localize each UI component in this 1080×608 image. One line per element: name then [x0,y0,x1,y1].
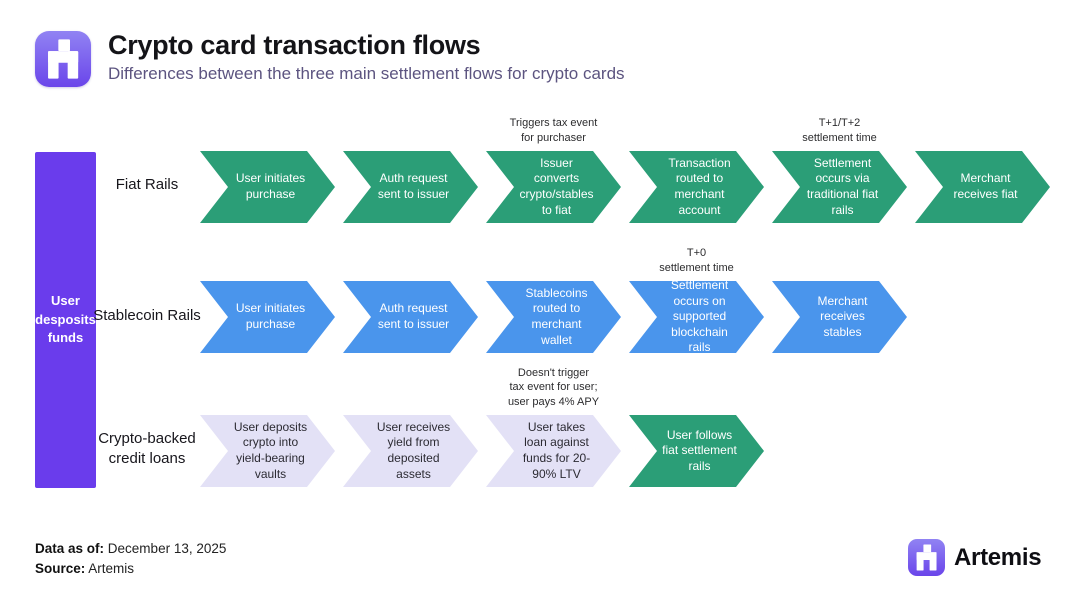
user-deposits-funds-bar: User desposits funds [35,152,96,488]
flow-step: Merchant receives stables [772,281,907,353]
chevron-step: User initiates purchase [200,151,335,223]
flow-step: User follows fiat settlement rails [629,415,764,487]
flow-step: Transaction routed to merchant account [629,151,764,223]
artemis-wordmark: Artemis [954,543,1042,571]
flow-step: T+0 settlement time Settlement occurs on… [629,247,764,353]
flow-step: User receives yield from deposited asset… [343,415,478,487]
data-as-of-value: December 13, 2025 [107,541,227,556]
flow-step: T+1/T+2 settlement time Settlement occur… [772,117,907,223]
chevron-step: Settlement occurs via traditional fiat r… [772,151,907,223]
annotation-settlement-time-t1-t2: T+1/T+2 settlement time [802,117,877,144]
artemis-logo-icon-small [908,539,945,576]
annotation-no-tax-event: Doesn't trigger tax event for user; user… [507,367,600,408]
chevron-step: Transaction routed to merchant account [629,151,764,223]
flow-step: User deposits crypto into yield-bearing … [200,415,335,487]
data-as-of-label: Data as of: [35,541,105,556]
flow-step: Auth request sent to issuer [343,281,478,353]
flow-step: Doesn't trigger tax event for user; user… [486,367,621,487]
annotation-settlement-time-t0: T+0 settlement time [659,247,734,274]
chevron-step: Issuer converts crypto/stables to fiat [486,151,621,223]
row-label-fiat-rails: Fiat Rails [115,176,179,193]
footer-metadata: Data as of: December 13, 2025 Source: Ar… [35,539,226,579]
row-label-stablecoin-rails: Stablecoin Rails [93,307,201,324]
chevron-step: Stablecoins routed to merchant wallet [486,281,621,353]
flow-row-fiat-rails: User initiates purchase Auth request sen… [200,117,1050,223]
source-label: Source: [35,561,86,576]
chevron-step: Settlement occurs on supported blockchai… [629,281,764,353]
flow-step: Stablecoins routed to merchant wallet [486,281,621,353]
chevron-step: User follows fiat settlement rails [629,415,764,487]
flow-step: Auth request sent to issuer [343,151,478,223]
artemis-logo-icon [35,31,91,87]
chevron-step: User initiates purchase [200,281,335,353]
page-subtitle: Differences between the three main settl… [108,64,625,83]
chevron-step: Auth request sent to issuer [343,151,478,223]
chevron-step: Merchant receives stables [772,281,907,353]
flow-step: Merchant receives fiat [915,151,1050,223]
annotation-tax-event: Triggers tax event for purchaser [509,117,598,144]
chevron-step: Auth request sent to issuer [343,281,478,353]
row-label-crypto-backed-credit-loans: Crypto-backed credit loans [98,430,196,467]
flow-step: User initiates purchase [200,281,335,353]
data-as-of-line: Data as of: December 13, 2025 [35,539,226,559]
flow-step: User initiates purchase [200,151,335,223]
source-value: Artemis [88,561,135,576]
chevron-step: User deposits crypto into yield-bearing … [200,415,335,487]
flow-row-crypto-backed-credit-loans: User deposits crypto into yield-bearing … [200,367,764,487]
artemis-brand: Artemis [908,539,1042,576]
source-line: Source: Artemis [35,559,226,579]
chevron-step: Merchant receives fiat [915,151,1050,223]
flow-step: Triggers tax event for purchaser Issuer … [486,117,621,223]
page-title: Crypto card transaction flows [108,30,481,60]
flow-row-stablecoin-rails: User initiates purchase Auth request sen… [200,247,907,353]
chevron-step: User receives yield from deposited asset… [343,415,478,487]
chevron-step: User takes loan against funds for 20-90%… [486,415,621,487]
